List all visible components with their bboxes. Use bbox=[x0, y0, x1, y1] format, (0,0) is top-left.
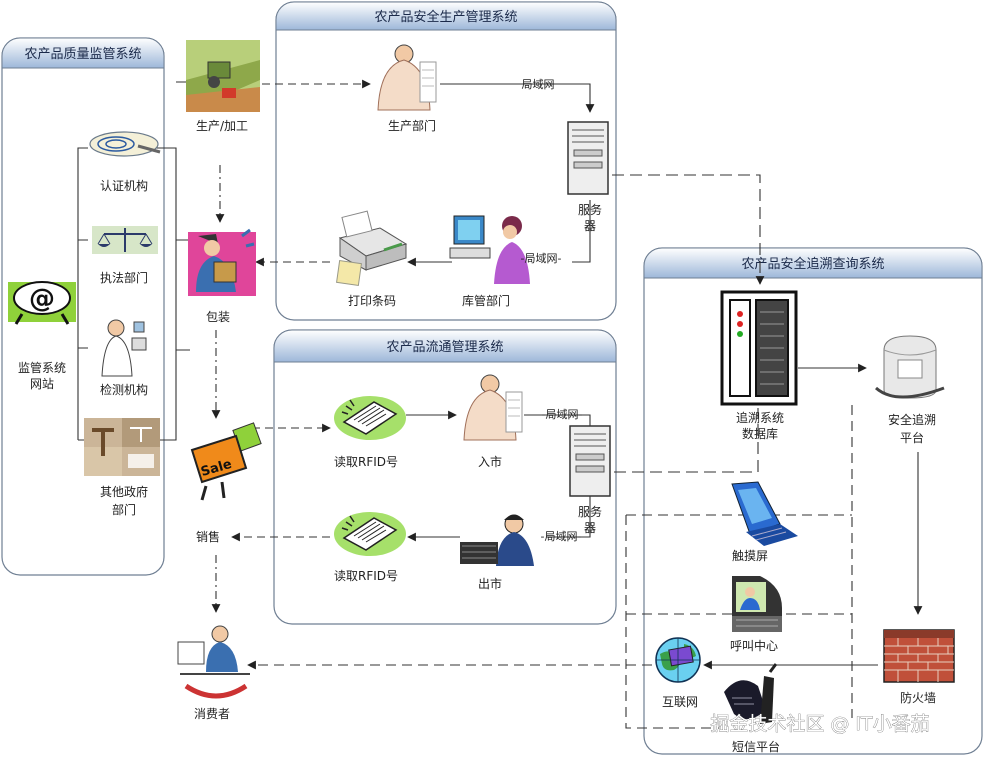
label-server-prod-1: 服务 bbox=[578, 202, 602, 217]
label-test: 检测机构 bbox=[100, 382, 148, 397]
fingerprint-icon bbox=[89, 131, 161, 157]
label-print: 打印条码 bbox=[348, 294, 396, 308]
label-sales: 销售 bbox=[196, 529, 220, 544]
line-marketin-server bbox=[524, 414, 591, 428]
rfid-scanner-icon bbox=[334, 512, 406, 556]
call-center-icon bbox=[732, 576, 782, 632]
label-internet: 互联网 bbox=[662, 695, 698, 709]
consumer-icon bbox=[177, 625, 250, 699]
label-dept: 生产部门 bbox=[388, 118, 436, 133]
label-law: 执法部门 bbox=[100, 270, 148, 285]
label-db-1: 追溯系统 bbox=[736, 410, 784, 425]
platform-server-icon bbox=[874, 335, 945, 399]
label-server-prod-2: 器 bbox=[584, 219, 596, 233]
label-other-1: 其他政府 bbox=[100, 484, 148, 499]
farm-harvester-icon bbox=[186, 40, 260, 112]
label-market-out: 出市 bbox=[478, 576, 502, 591]
label-produce: 生产/加工 bbox=[196, 119, 248, 133]
rfid-scanner-icon bbox=[334, 396, 406, 440]
panel-title-circulation: 农产品流通管理系统 bbox=[386, 340, 503, 355]
line-server-marketout bbox=[546, 496, 591, 538]
label-db-2: 数据库 bbox=[742, 426, 778, 441]
label-lan-2: -局域网- bbox=[521, 252, 562, 265]
line-circ-server-db bbox=[614, 408, 759, 473]
line-dept-server bbox=[440, 83, 595, 113]
watermark: 掘金技术社区 @ IT小番茄 bbox=[710, 713, 929, 735]
label-server-circ-1: 服务 bbox=[578, 504, 602, 519]
panel-circulation: 农产品流通管理系统 bbox=[273, 329, 617, 625]
label-other-2: 部门 bbox=[112, 502, 136, 517]
label-server-circ-2: 器 bbox=[584, 521, 596, 535]
touchscreen-icon bbox=[731, 481, 798, 546]
panel-title-production: 农产品安全生产管理系统 bbox=[374, 9, 517, 25]
label-sms: 短信平台 bbox=[732, 739, 780, 754]
tree-lines-left bbox=[77, 147, 88, 441]
line-trace-vertical-left bbox=[625, 515, 720, 729]
tree-lines-right bbox=[150, 81, 190, 441]
worker-icon bbox=[377, 44, 437, 111]
server-icon bbox=[567, 121, 609, 195]
label-warehouse: 库管部门 bbox=[462, 293, 510, 308]
sale-sign-icon: Sale bbox=[190, 422, 262, 501]
packer-icon bbox=[188, 228, 256, 296]
svg-text:@: @ bbox=[29, 284, 55, 314]
scientist-icon bbox=[101, 319, 147, 377]
label-website-1: 监管系统 bbox=[18, 360, 66, 375]
connectors bbox=[77, 79, 923, 729]
label-consumer: 消费者 bbox=[194, 707, 230, 721]
label-rfid-in: 读取RFID号 bbox=[334, 455, 398, 469]
globe-icon bbox=[655, 637, 701, 683]
label-lan-1: 局域网 bbox=[522, 78, 555, 91]
label-lan-out: -局域网- bbox=[541, 530, 582, 543]
panel-production: 农产品安全生产管理系统 bbox=[275, 1, 617, 321]
label-touch: 触摸屏 bbox=[732, 549, 768, 563]
server-icon bbox=[569, 425, 611, 497]
label-rfid-out: 读取RFID号 bbox=[334, 569, 398, 583]
government-icon bbox=[84, 418, 160, 476]
label-website-2: 网站 bbox=[30, 377, 54, 391]
database-rack-icon bbox=[720, 290, 798, 406]
panel-title-supervision: 农产品质量监管系统 bbox=[24, 47, 141, 62]
scales-icon bbox=[92, 226, 158, 254]
worker-icon bbox=[463, 374, 523, 441]
label-platform-1: 安全追溯 bbox=[888, 412, 936, 427]
label-cert: 认证机构 bbox=[100, 178, 148, 193]
mobile-phone-icon bbox=[724, 663, 778, 724]
label-package: 包装 bbox=[206, 310, 230, 324]
line-warehouse-server bbox=[572, 200, 591, 263]
label-platform-2: 平台 bbox=[900, 430, 924, 445]
line-server-db bbox=[612, 174, 765, 285]
panel-title-trace: 农产品安全追溯查询系统 bbox=[741, 256, 884, 272]
operator-icon bbox=[460, 514, 534, 566]
printer-icon bbox=[336, 210, 408, 286]
clerk-computer-icon bbox=[449, 215, 530, 284]
label-market-in: 入市 bbox=[478, 454, 502, 469]
label-call: 呼叫中心 bbox=[730, 638, 778, 653]
email-at-icon: @ bbox=[8, 281, 76, 325]
brick-wall-icon bbox=[883, 629, 955, 683]
label-firewall: 防火墙 bbox=[900, 690, 936, 705]
label-lan-in: -局域网- bbox=[542, 408, 583, 421]
